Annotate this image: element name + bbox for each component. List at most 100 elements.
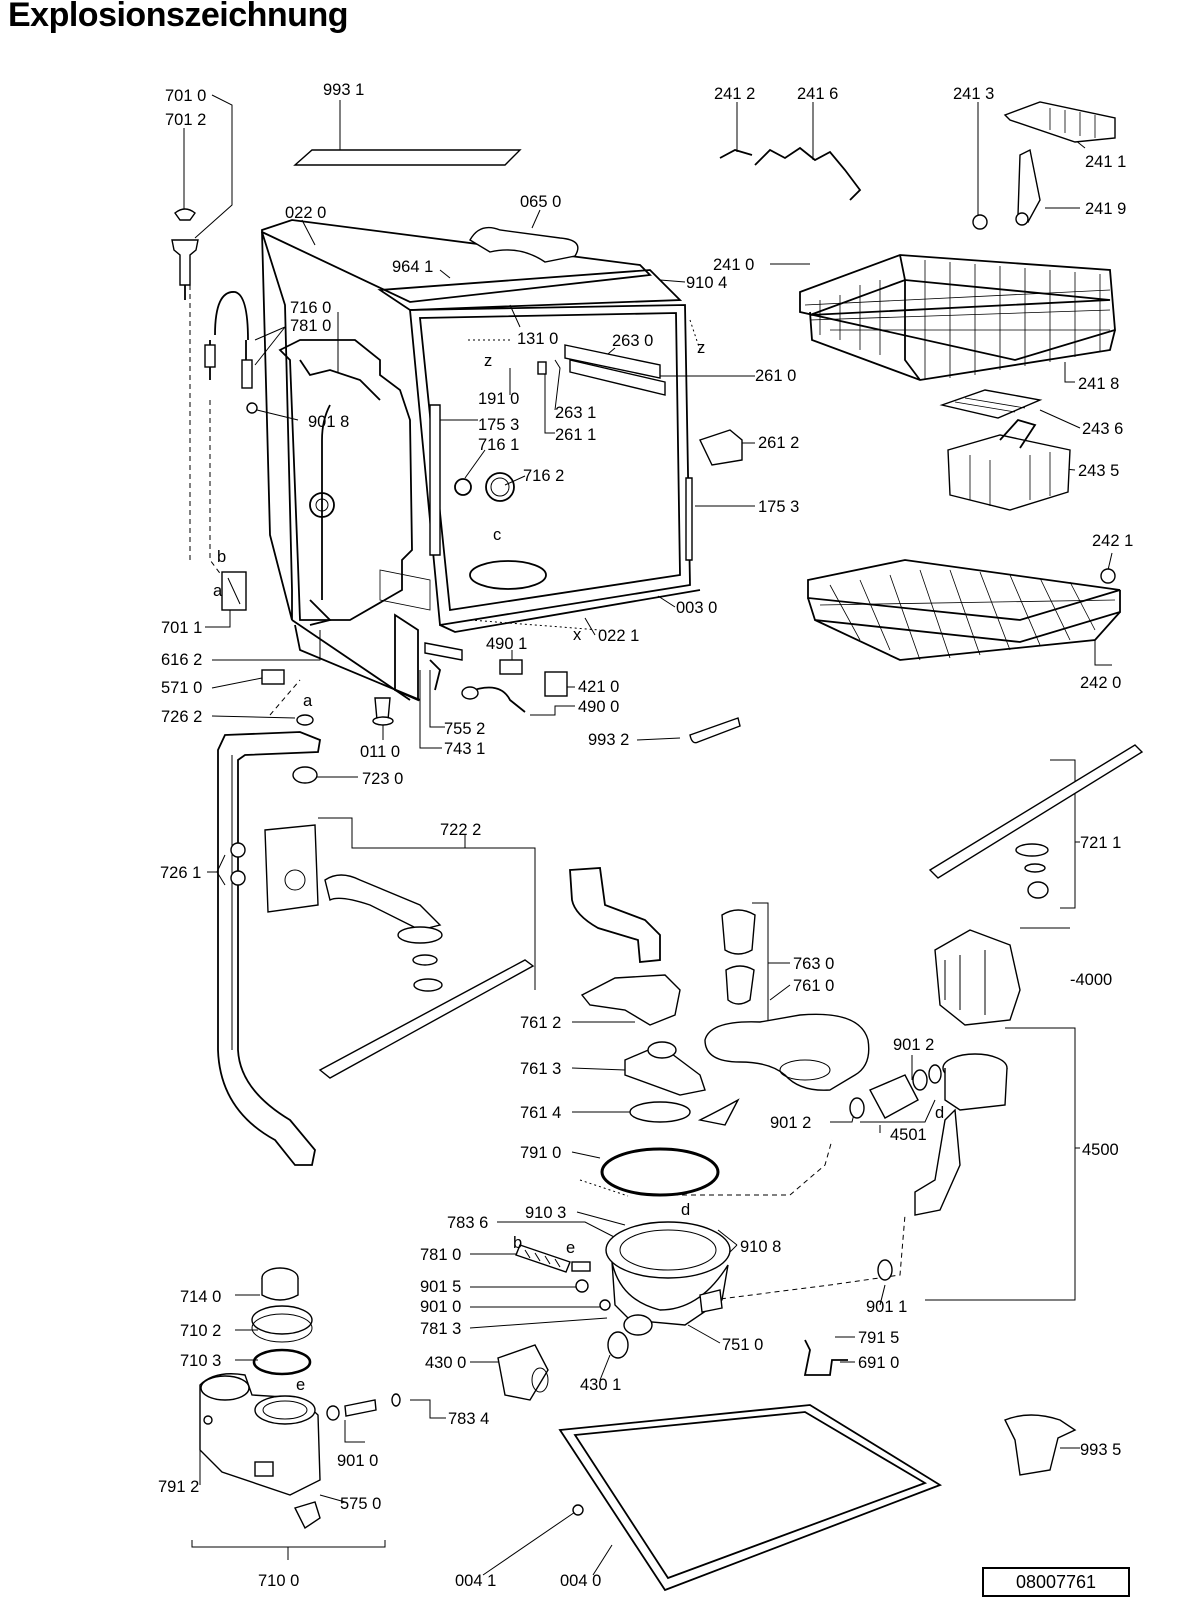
part-label: 430 1 — [580, 1376, 621, 1394]
marker-z-2: z — [697, 339, 705, 357]
part-label: 242 0 — [1080, 674, 1121, 692]
part-label: 761 4 — [520, 1104, 561, 1122]
marker-a-1: a — [213, 582, 223, 600]
part-label: 716 1 — [478, 436, 519, 454]
part-label: 691 0 — [858, 1354, 899, 1372]
part-label: 743 1 — [444, 740, 485, 758]
marker-x: x — [573, 626, 582, 644]
part-label: 131 0 — [517, 330, 558, 348]
part-label: 716 2 — [523, 467, 564, 485]
part-label: 722 2 — [440, 821, 481, 839]
marker-c: c — [493, 526, 501, 544]
part-label: 241 3 — [953, 85, 994, 103]
part-label: 241 8 — [1078, 375, 1119, 393]
part-label: 901 2 — [893, 1036, 934, 1054]
part-label: 783 6 — [447, 1214, 488, 1232]
part-label: 993 5 — [1080, 1441, 1121, 1459]
part-label: 575 0 — [340, 1495, 381, 1513]
part-label: 241 0 — [713, 256, 754, 274]
part-label: 701 2 — [165, 111, 206, 129]
part-label: 241 2 — [714, 85, 755, 103]
part-label: 993 1 — [323, 81, 364, 99]
part-label: 710 3 — [180, 1352, 221, 1370]
part-label: 263 1 — [555, 404, 596, 422]
part-label: 004 1 — [455, 1572, 496, 1590]
marker-e-2: e — [296, 1376, 305, 1394]
part-label: 964 1 — [392, 258, 433, 276]
part-label: 241 1 — [1085, 153, 1126, 171]
part-label: 763 0 — [793, 955, 834, 973]
part-label: 571 0 — [161, 679, 202, 697]
part-label: 755 2 — [444, 720, 485, 738]
part-label: 175 3 — [758, 498, 799, 516]
marker-b-2: b — [513, 1234, 522, 1252]
marker-a-2: a — [303, 692, 313, 710]
part-label: 022 1 — [598, 627, 639, 645]
part-label: 421 0 — [578, 678, 619, 696]
part-label: 241 6 — [797, 85, 838, 103]
inlet-hose-assembly — [171, 208, 258, 611]
part-label: -4000 — [1070, 971, 1112, 989]
marker-e-1: e — [566, 1239, 575, 1257]
part-label: 714 0 — [180, 1288, 221, 1306]
base-plate — [558, 1404, 1077, 1592]
part-label: 783 4 — [448, 1410, 489, 1428]
part-label: 243 6 — [1082, 420, 1123, 438]
part-label: 721 1 — [1080, 834, 1121, 852]
cutlery-basket — [939, 389, 1071, 511]
part-label: 791 5 — [858, 1329, 899, 1347]
upper-basket — [719, 101, 1116, 381]
part-label: 993 2 — [588, 731, 629, 749]
part-label: 175 3 — [478, 416, 519, 434]
part-label: 022 0 — [285, 204, 326, 222]
part-label: 710 2 — [180, 1322, 221, 1340]
part-label: 701 0 — [165, 87, 206, 105]
part-label: 791 0 — [520, 1144, 561, 1162]
marker-b-1: b — [217, 548, 226, 566]
marker-d-2: d — [935, 1104, 944, 1122]
part-label: 616 2 — [161, 651, 202, 669]
part-label: 261 2 — [758, 434, 799, 452]
part-label: 761 2 — [520, 1014, 561, 1032]
part-labels: 701 0 701 2 993 1 022 0 065 0 964 1 241 2 241 6… — [158, 81, 1133, 1590]
part-label: 716 0 — [290, 299, 331, 317]
part-label: 710 0 — [258, 1572, 299, 1590]
part-label: 243 5 — [1078, 462, 1119, 480]
part-label: 261 1 — [555, 426, 596, 444]
part-label: 761 0 — [793, 977, 834, 995]
part-label: 701 1 — [161, 619, 202, 637]
part-label: 791 2 — [158, 1478, 199, 1496]
part-label: 726 2 — [161, 708, 202, 726]
part-label: 4501 — [890, 1126, 927, 1144]
part-label: 781 3 — [420, 1320, 461, 1338]
part-label: 726 1 — [160, 864, 201, 882]
part-label: 901 8 — [308, 413, 349, 431]
part-label: 901 2 — [770, 1114, 811, 1132]
page-title: Explosionszeichnung — [8, 0, 348, 34]
part-label: 901 0 — [420, 1298, 461, 1316]
part-label: 761 3 — [520, 1060, 561, 1078]
document-number: 08007761 — [982, 1567, 1130, 1597]
part-label: 901 0 — [337, 1452, 378, 1470]
part-label: 4500 — [1082, 1141, 1119, 1159]
part-label: 901 5 — [420, 1278, 461, 1296]
part-label: 490 0 — [578, 698, 619, 716]
part-label: 723 0 — [362, 770, 403, 788]
part-label: 751 0 — [722, 1336, 763, 1354]
part-label: 191 0 — [478, 390, 519, 408]
pump-assembly — [261, 659, 1021, 1401]
part-label: 263 0 — [612, 332, 653, 350]
part-label: 261 0 — [755, 367, 796, 385]
spray-system — [217, 714, 1144, 1197]
salt-container — [199, 1267, 401, 1530]
part-label: 910 4 — [686, 274, 727, 292]
marker-d-1: d — [681, 1201, 690, 1219]
part-label: 430 0 — [425, 1354, 466, 1372]
leader-lines — [183, 94, 1113, 1576]
part-label: 242 1 — [1092, 532, 1133, 550]
lower-basket — [807, 559, 1121, 661]
part-label: 781 0 — [420, 1246, 461, 1264]
part-label: 065 0 — [520, 193, 561, 211]
part-label: 490 1 — [486, 635, 527, 653]
